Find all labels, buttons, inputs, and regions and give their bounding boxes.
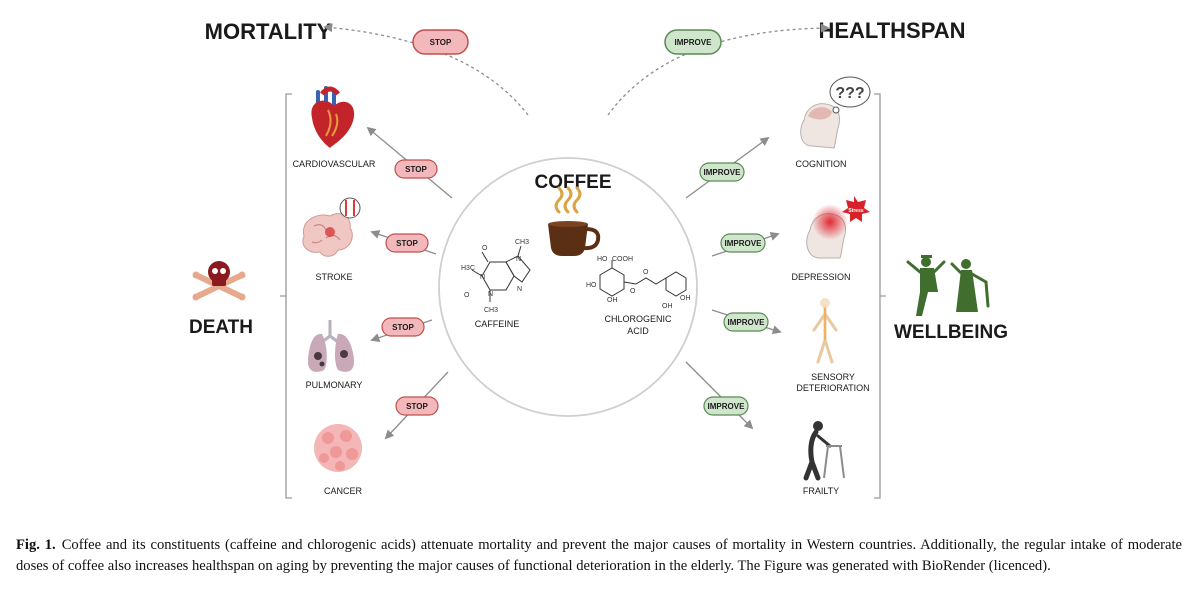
chlorogenic-label-line2: ACID — [627, 326, 649, 336]
sensory-label: SENSORY — [811, 372, 855, 382]
stroke-stop-pill: STOP — [385, 233, 429, 253]
cancer-stop-pill: STOP — [395, 396, 439, 416]
chlorogenic-label-oh-lower: OH — [662, 303, 673, 310]
cancer-label: CANCER — [324, 486, 363, 496]
cognition-improve-label: IMPROVE — [704, 168, 742, 177]
caffeine-label-n1: N — [480, 274, 485, 281]
stroke-stop-label: STOP — [396, 239, 418, 248]
pulmonary-label: PULMONARY — [306, 380, 363, 390]
chlorogenic-label-ho-left: HO — [586, 282, 597, 289]
heart-icon — [311, 86, 355, 148]
caffeine-label: CAFFEINE — [475, 319, 520, 329]
sensory-improve-label: IMPROVE — [728, 318, 766, 327]
figure-caption-text: Coffee and its constituents (caffeine an… — [16, 536, 1182, 574]
cardiovascular-stop-pill: STOP — [394, 159, 438, 179]
coffee-circle — [438, 157, 698, 417]
lungs-icon — [308, 320, 354, 372]
caffeine-molecule — [471, 245, 531, 302]
chlorogenic-label-line1: CHLOROGENIC — [604, 314, 672, 324]
mortality-stop-label: STOP — [430, 38, 452, 47]
depression-improve-pill: IMPROVE — [720, 233, 766, 253]
cardiovascular-stop-label: STOP — [405, 165, 427, 174]
frailty-improve-label: IMPROVE — [708, 402, 746, 411]
cognition-label: COGNITION — [796, 159, 847, 169]
depression-label: DEPRESSION — [791, 272, 850, 282]
coffee-title: COFFEE — [534, 172, 611, 193]
cancer-cells-icon — [314, 424, 362, 472]
caffeine-label-ch3-bottom: CH3 — [484, 307, 498, 314]
mortality-dashed-curve — [323, 23, 529, 116]
caffeine-label-ch3-left: H3C — [461, 265, 475, 272]
deterioration-label: DETERIORATION — [796, 383, 869, 393]
pulmonary-stop-label: STOP — [392, 323, 414, 332]
nervous-system-icon — [812, 298, 838, 364]
cardiovascular-label: CARDIOVASCULAR — [293, 159, 376, 169]
stressed-head-icon: Stress — [806, 196, 870, 259]
dancing-elderly-icon — [906, 255, 990, 316]
thinking-head-icon: ??? — [800, 76, 871, 149]
caffeine-label-o-top: O — [482, 245, 488, 252]
sensory-improve-pill: IMPROVE — [723, 312, 769, 332]
mortality-stop-pill: STOP — [412, 29, 469, 55]
chlorogenic-acid-molecule — [599, 260, 687, 297]
frailty-improve-pill: IMPROVE — [703, 396, 749, 416]
depression-improve-label: IMPROVE — [725, 239, 763, 248]
chlorogenic-label-ho-top: HO — [597, 256, 608, 263]
caffeine-label-n4: N — [517, 286, 522, 293]
skull-crossbones-icon — [192, 261, 246, 301]
frailty-label: FRAILTY — [803, 486, 839, 496]
chlorogenic-label-cooh: COOH — [612, 256, 633, 263]
figure-caption-label: Fig. 1. — [16, 536, 56, 553]
caffeine-label-ch3-top: CH3 — [515, 239, 529, 246]
elderly-walker-icon — [803, 421, 845, 481]
healthspan-improve-label: IMPROVE — [675, 38, 713, 47]
pulmonary-stop-pill: STOP — [381, 317, 425, 337]
left-bracket — [280, 93, 292, 499]
caffeine-label-n2: N — [488, 291, 493, 298]
healthspan-improve-pill: IMPROVE — [664, 29, 722, 55]
mortality-title: MORTALITY — [205, 19, 332, 44]
coffee-diagram: MORTALITY HEALTHSPAN STOP IMPROVE COFFEE… — [189, 18, 1008, 499]
wellbeing-label: WELLBEING — [894, 322, 1008, 343]
cancer-stop-label: STOP — [406, 402, 428, 411]
brain-icon — [302, 197, 361, 257]
chlorogenic-label-oh-bottom: OH — [607, 297, 618, 304]
cognition-improve-pill: IMPROVE — [699, 162, 745, 182]
caffeine-label-n3: N — [516, 256, 521, 263]
figure-caption: Fig. 1.Coffee and its constituents (caff… — [16, 535, 1182, 577]
chlorogenic-label-o-ester: O — [630, 288, 636, 295]
chlorogenic-label-o-carbonyl: O — [643, 269, 649, 276]
right-bracket — [874, 93, 886, 499]
stress-badge: Stress — [848, 208, 864, 214]
chlorogenic-label-oh-right: OH — [680, 295, 691, 302]
frailty-arrow — [685, 361, 754, 430]
healthspan-title: HEALTHSPAN — [818, 18, 965, 43]
coffee-cup-icon — [548, 186, 601, 256]
stroke-label: STROKE — [315, 272, 352, 282]
question-marks: ??? — [835, 85, 864, 102]
caffeine-label-o-left: O — [464, 292, 470, 299]
death-label: DEATH — [189, 317, 253, 338]
